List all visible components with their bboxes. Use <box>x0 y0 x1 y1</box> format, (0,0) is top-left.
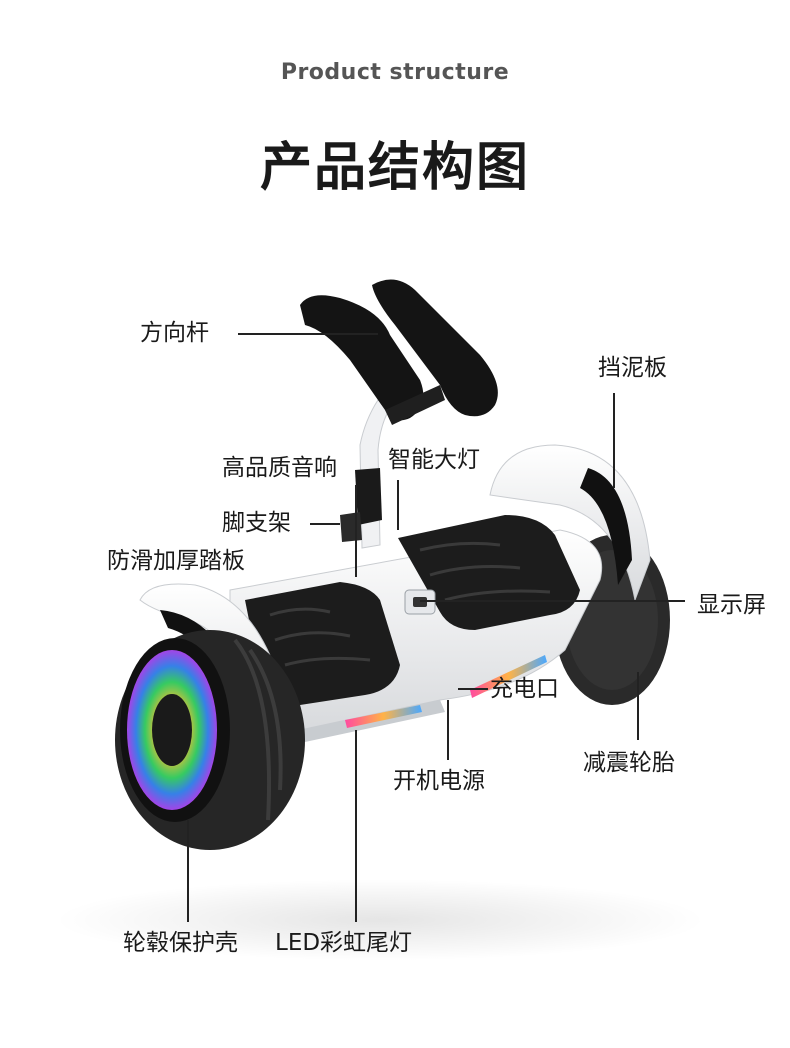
callout-line-steering-rod <box>238 333 378 335</box>
page-title: 产品结构图 <box>259 138 530 198</box>
callout-line-kickstand <box>310 523 340 525</box>
callout-line-power <box>447 700 449 760</box>
label-charge-port: 充电口 <box>490 676 559 702</box>
callout-line-speaker <box>355 485 357 577</box>
callout-line-shock-tire <box>637 672 639 740</box>
floor-shadow <box>60 880 700 960</box>
label-led-tail: LED彩虹尾灯 <box>275 930 413 956</box>
callout-line-charge-port <box>458 688 488 690</box>
label-speaker: 高品质音响 <box>222 455 337 481</box>
label-pedal: 防滑加厚踏板 <box>107 548 245 574</box>
label-power: 开机电源 <box>393 768 485 794</box>
label-hub-cover: 轮毂保护壳 <box>123 930 238 956</box>
right-fender <box>489 444 651 602</box>
callout-line-display <box>420 600 685 602</box>
label-shock-tire: 减震轮胎 <box>583 750 675 776</box>
label-steering-rod: 方向杆 <box>140 320 209 346</box>
steering-column <box>340 399 391 549</box>
display-panel <box>404 589 436 615</box>
callout-line-fender <box>613 393 615 488</box>
left-tire <box>115 630 305 850</box>
label-display: 显示屏 <box>697 592 766 618</box>
callout-line-headlight <box>397 480 399 530</box>
callout-line-led-tail <box>355 730 357 922</box>
handlebar <box>300 279 498 425</box>
page-subtitle: Product structure <box>280 60 510 85</box>
label-fender: 挡泥板 <box>598 355 667 381</box>
label-kickstand: 脚支架 <box>222 510 291 536</box>
label-headlight: 智能大灯 <box>388 447 480 473</box>
callout-line-hub-cover <box>187 820 189 922</box>
